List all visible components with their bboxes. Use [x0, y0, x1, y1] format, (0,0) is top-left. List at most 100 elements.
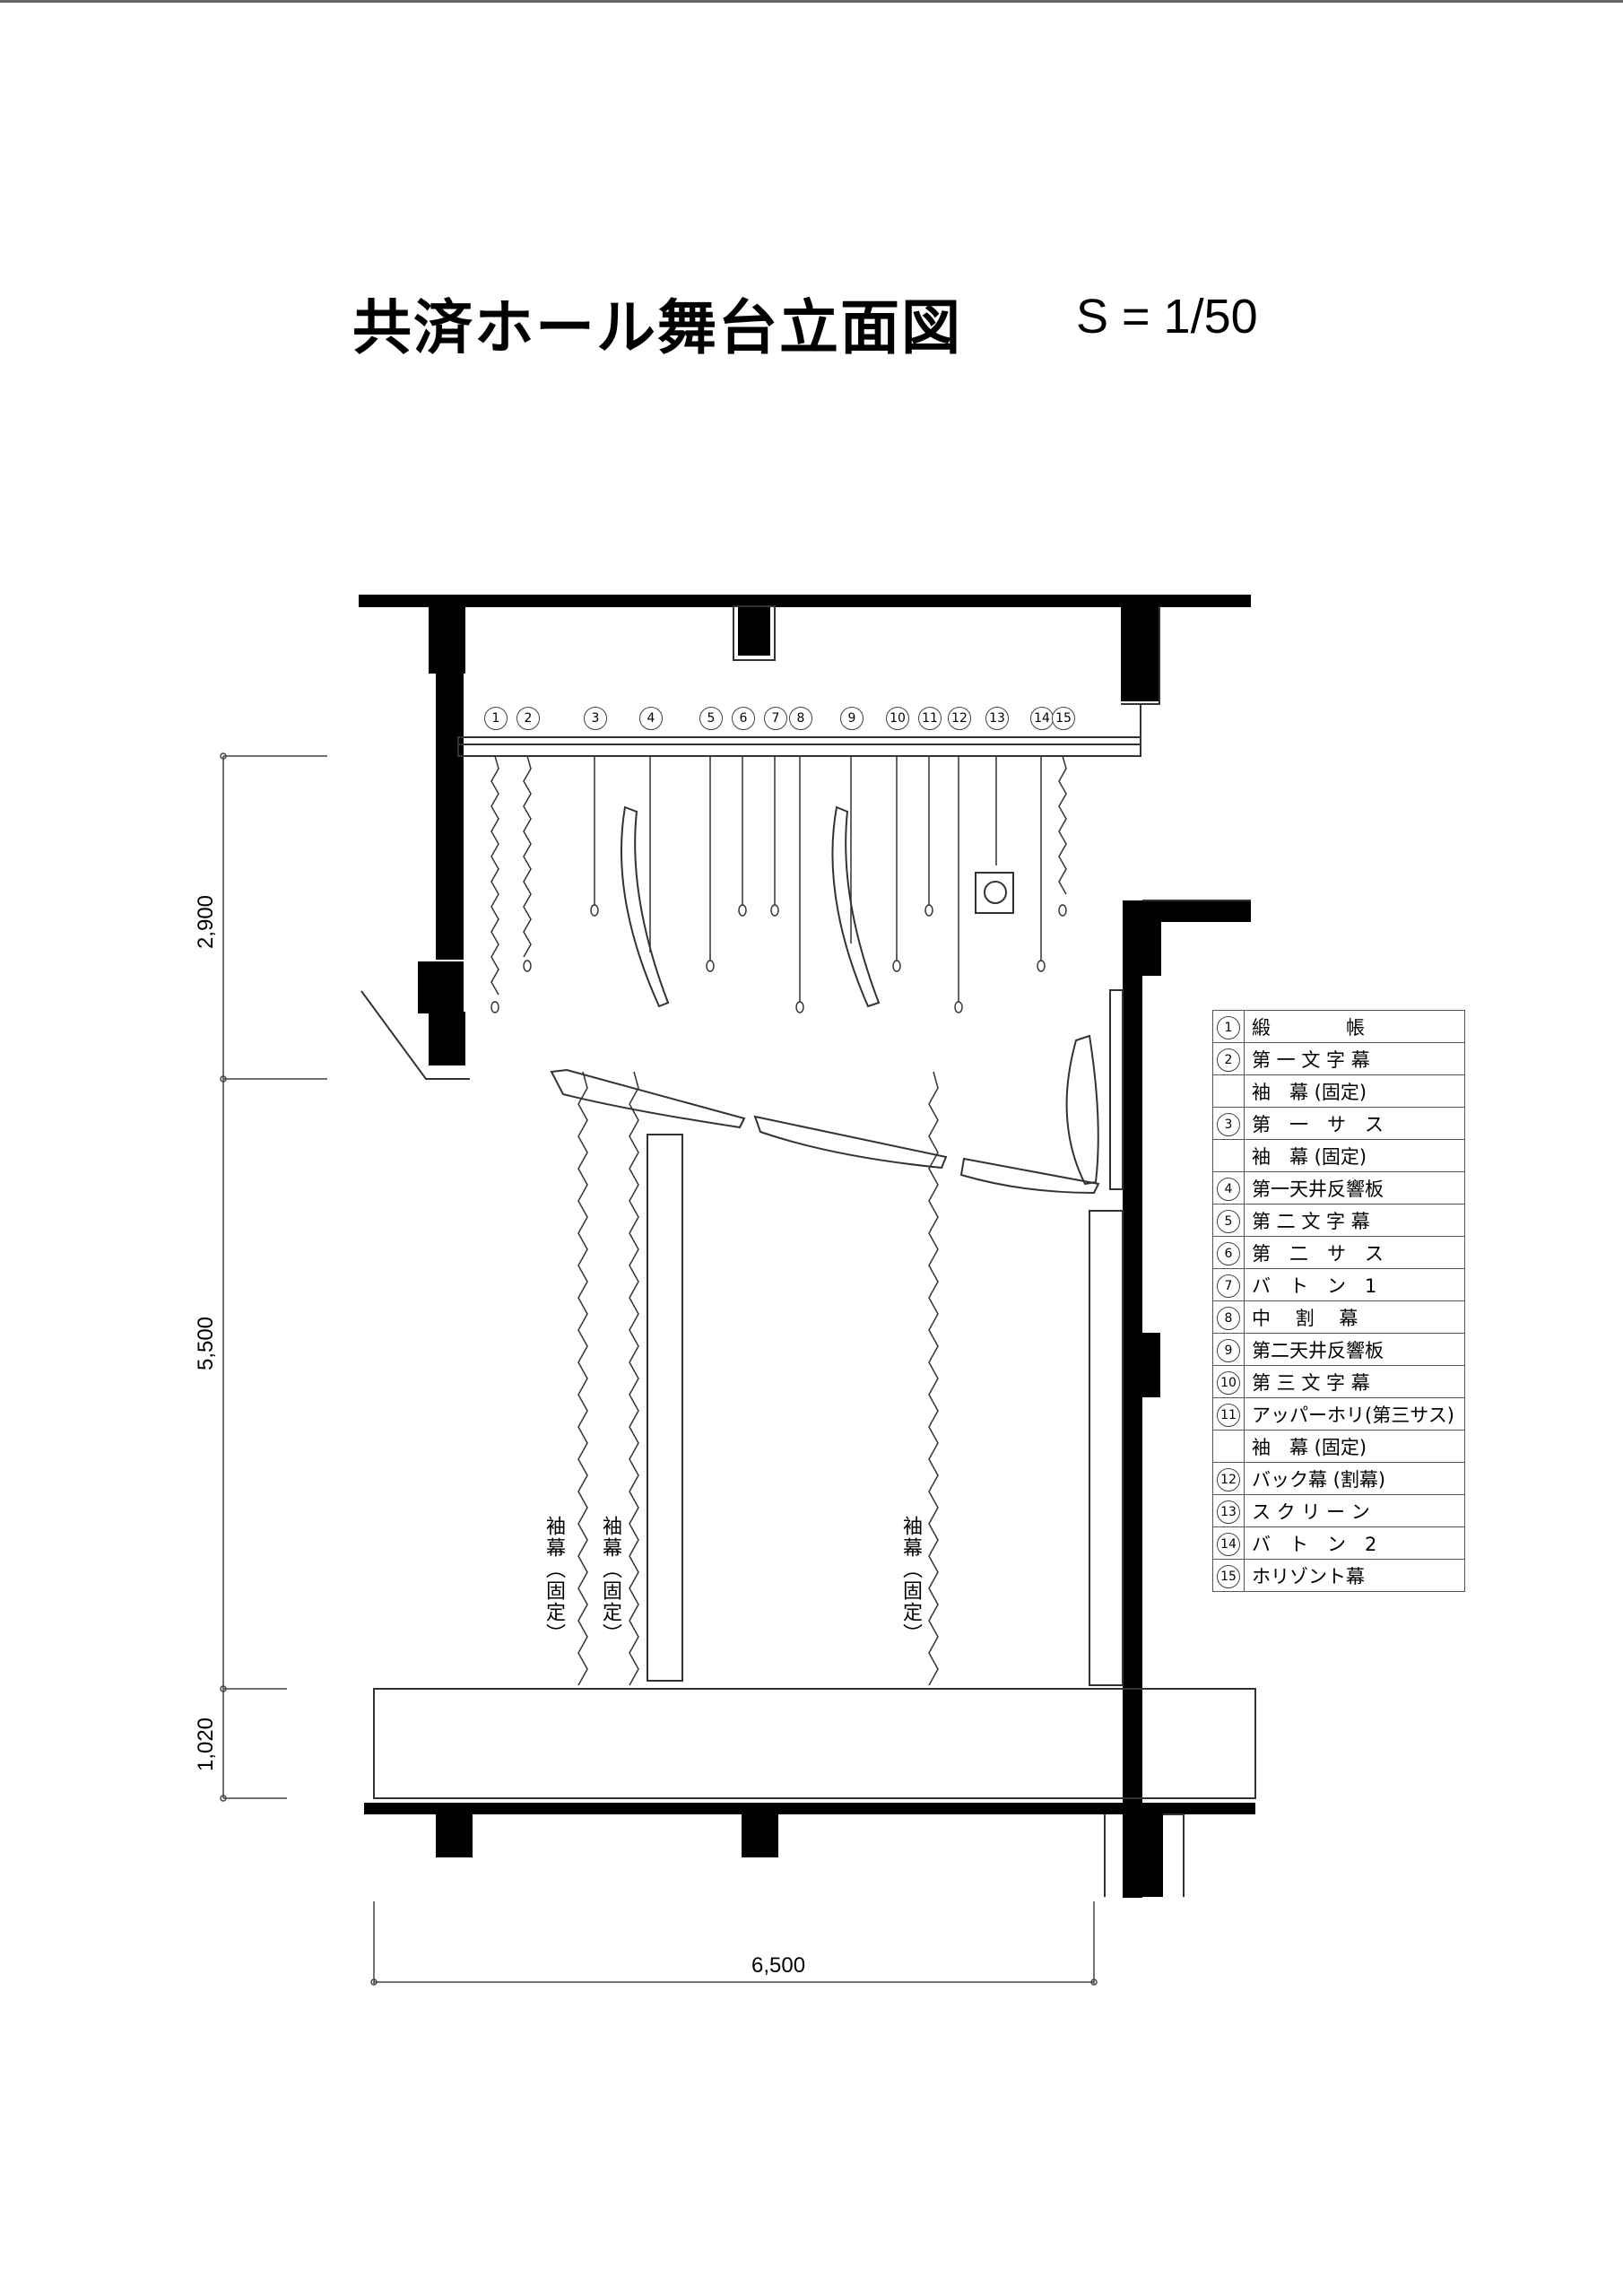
legend-number-circle: 15	[1217, 1564, 1240, 1588]
legend-number-circle: 6	[1217, 1241, 1240, 1265]
left-wall-bump	[418, 961, 464, 1013]
screen-box	[975, 872, 1014, 914]
dimension-label-6500: 6,500	[751, 1953, 806, 1978]
batten-number: 6	[732, 707, 755, 730]
left-wall-lower	[429, 1012, 465, 1065]
reflector-side	[1065, 1034, 1099, 1186]
legend-number: 7	[1212, 1268, 1245, 1301]
proscenium-diagonal	[360, 990, 470, 1080]
dimension-label-1020: 1,020	[194, 1717, 219, 1772]
batten-number: 3	[584, 707, 607, 730]
legend-number: 15	[1212, 1559, 1245, 1592]
legend-row: 袖 幕 (固定)	[1212, 1430, 1465, 1463]
legend-label: 第二天井反響板	[1244, 1333, 1465, 1366]
batten-weight	[770, 904, 779, 917]
batten-number: 13	[985, 707, 1009, 730]
legend-number: 11	[1212, 1397, 1245, 1431]
legend-number-circle: 3	[1217, 1112, 1240, 1136]
legend-number: 4	[1212, 1171, 1245, 1205]
legend-label: 第 二 文 字 幕	[1244, 1204, 1465, 1237]
legend-number: 1	[1212, 1010, 1245, 1043]
legend-number-circle: 12	[1217, 1467, 1240, 1492]
legend-number-circle: 7	[1217, 1274, 1240, 1298]
ceiling-beam	[738, 606, 770, 656]
legend-label: 第 三 文 字 幕	[1244, 1365, 1465, 1398]
right-wall-cap	[1123, 900, 1251, 922]
reflector-lower-1	[550, 1068, 746, 1129]
curtain-label: 袖幕（固定）	[542, 1516, 565, 1645]
legend-label: 袖 幕 (固定)	[1244, 1430, 1465, 1463]
legend-number: 13	[1212, 1494, 1245, 1527]
battens	[490, 755, 1067, 1686]
legend-label: バ ト ン 2	[1244, 1526, 1465, 1560]
legend-number	[1212, 1074, 1245, 1108]
legend-row: 袖 幕 (固定)	[1212, 1139, 1465, 1172]
batten-weight	[490, 1001, 499, 1013]
panel	[1089, 1210, 1124, 1686]
batten-weight	[892, 960, 901, 972]
dimension-label-5500: 5,500	[194, 1316, 219, 1371]
legend-number: 10	[1212, 1365, 1245, 1398]
batten-number: 4	[639, 707, 663, 730]
legend-label: ホリゾント幕	[1244, 1559, 1465, 1592]
batten-line-15	[1058, 755, 1067, 895]
batten-weight	[795, 1001, 804, 1013]
legend-number-circle: 1	[1217, 1015, 1240, 1039]
legend-label: アッパーホリ(第三サス)	[1244, 1397, 1465, 1431]
drawing-scale: S = 1/50	[1076, 290, 1258, 344]
legend-label: バック幕 (割幕)	[1244, 1462, 1465, 1495]
ceiling-reflector-2	[831, 805, 881, 1008]
drawing-title: 共済ホール舞台立面図	[352, 293, 962, 362]
batten-rail	[457, 736, 1141, 757]
legend-number-circle: 9	[1217, 1338, 1240, 1362]
legend-number-circle: 14	[1217, 1532, 1240, 1556]
legend-row: 袖 幕 (固定)	[1212, 1074, 1465, 1108]
outlines	[360, 605, 1256, 1897]
batten-weight	[706, 960, 715, 972]
legend-number-circle: 2	[1217, 1048, 1240, 1072]
legend-number: 3	[1212, 1107, 1245, 1140]
batten-number: 1	[484, 707, 508, 730]
legend-number: 14	[1212, 1526, 1245, 1560]
left-wall	[436, 664, 464, 960]
stage-floor	[373, 1688, 1256, 1799]
left-wall-upper	[429, 606, 465, 674]
dimension-lines	[220, 752, 1098, 1986]
legend-number: 5	[1212, 1204, 1245, 1237]
floor-beam	[436, 1814, 473, 1857]
dimension-label-2900: 2,900	[194, 894, 219, 950]
batten-number: 12	[948, 707, 971, 730]
legend-number	[1212, 1139, 1245, 1172]
legend-label: 第一天井反響板	[1244, 1171, 1465, 1205]
curtain-label: 袖幕（固定）	[899, 1516, 922, 1645]
legend-label: 第 一 文 字 幕	[1244, 1042, 1465, 1075]
side-curtain	[629, 1071, 639, 1686]
legend-label: 袖 幕 (固定)	[1244, 1139, 1465, 1172]
batten-number: 2	[516, 707, 540, 730]
ceiling-reflector-1	[621, 805, 670, 1008]
legend-number: 2	[1212, 1042, 1245, 1075]
legend-label: バ ト ン 1	[1244, 1268, 1465, 1301]
panel	[647, 1134, 683, 1682]
legend-number: 6	[1212, 1236, 1245, 1269]
legend-number-circle: 10	[1217, 1370, 1240, 1395]
curtain-label: 袖幕（固定）	[599, 1516, 621, 1645]
right-ceiling-column	[1121, 606, 1159, 701]
side-curtain	[928, 1071, 939, 1686]
batten-weight	[590, 904, 599, 917]
batten-number: 8	[789, 707, 812, 730]
legend-number	[1212, 1430, 1245, 1463]
batten-number: 5	[699, 707, 723, 730]
